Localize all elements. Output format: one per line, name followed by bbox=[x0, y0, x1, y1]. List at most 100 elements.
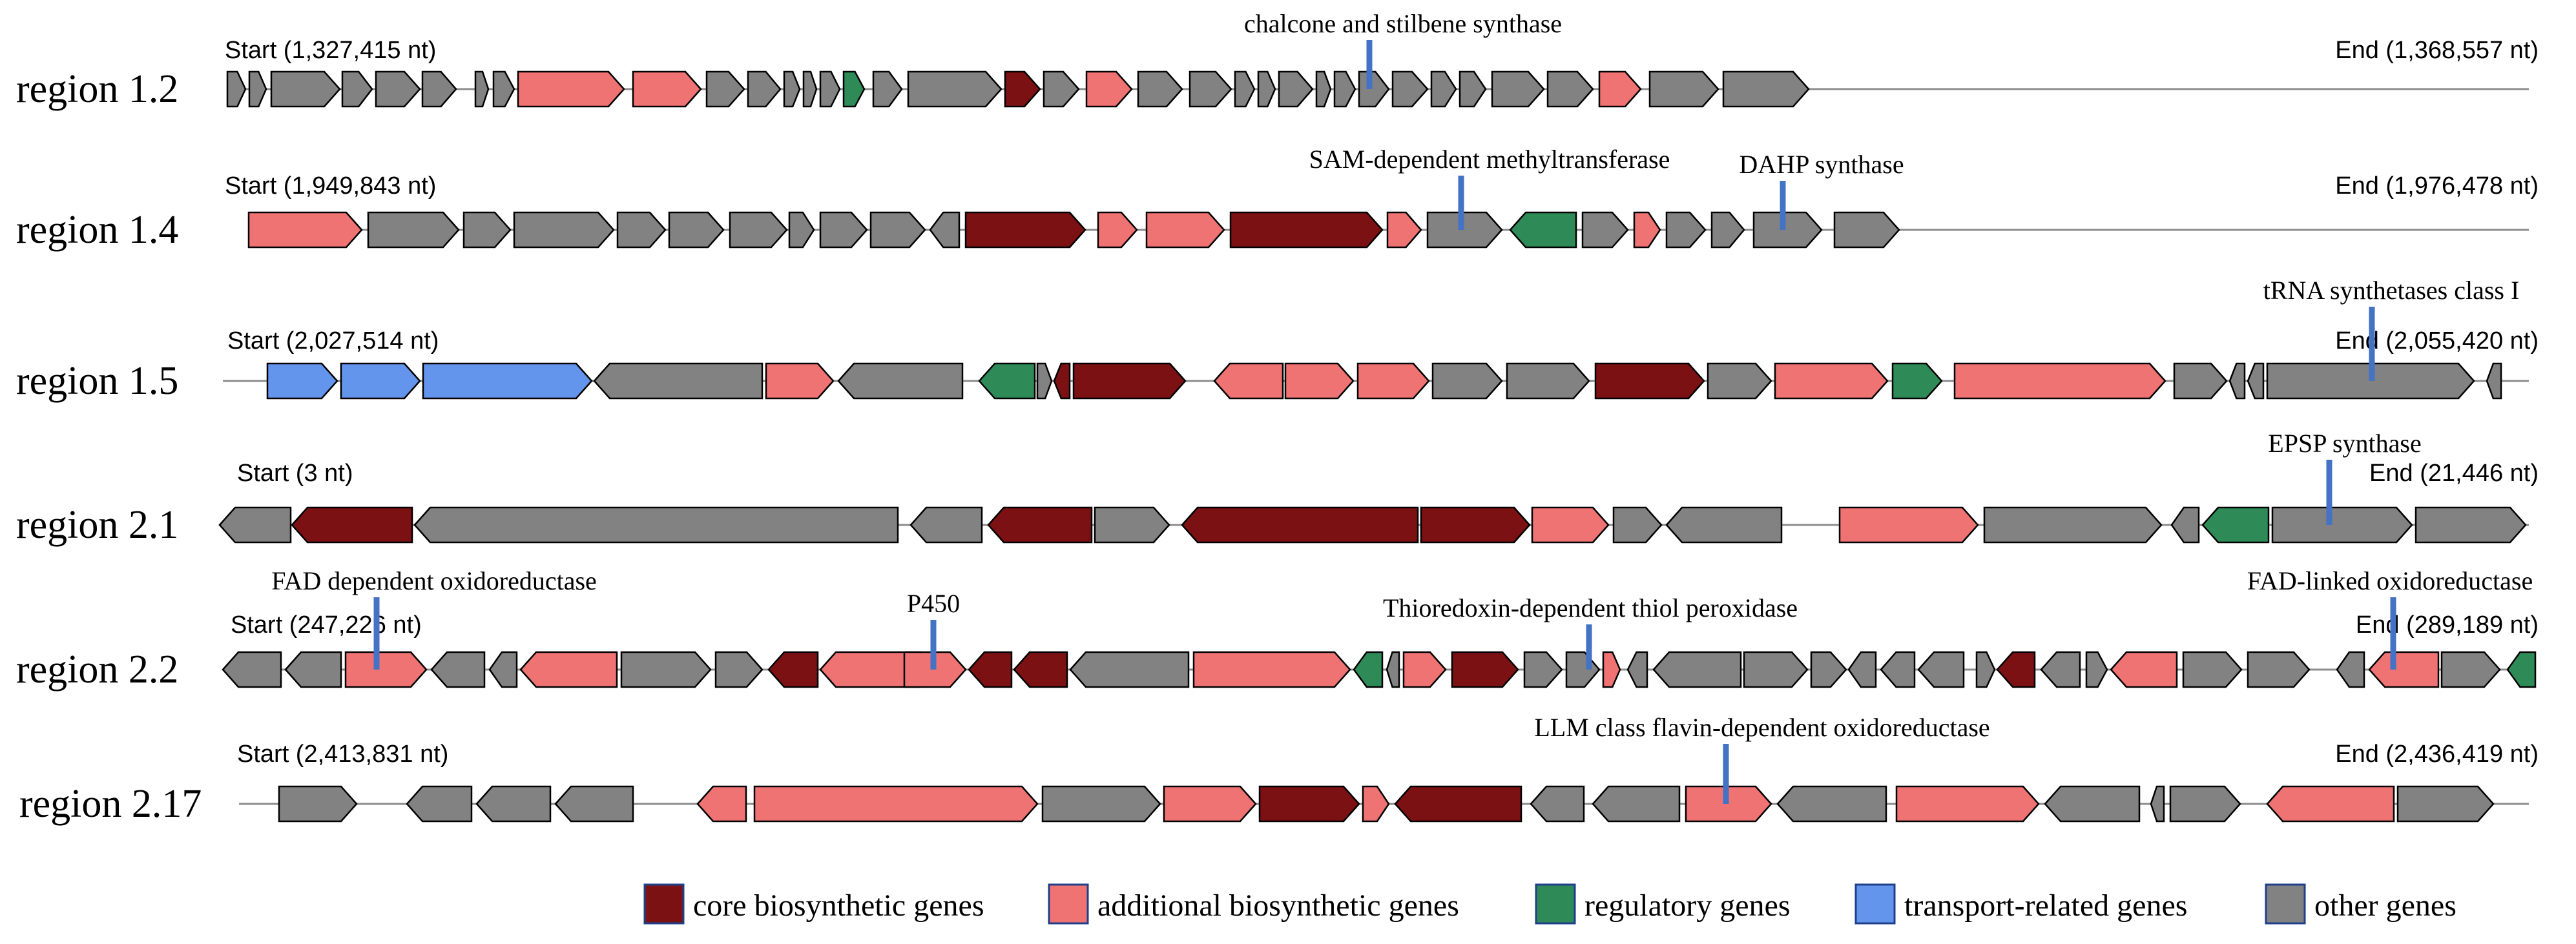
legend-label: other genes bbox=[2314, 888, 2457, 923]
gene-arrow bbox=[492, 70, 515, 108]
region-label: region 1.5 bbox=[16, 359, 178, 403]
legend-label: additional biosynthetic genes bbox=[1097, 888, 1459, 923]
region-label: region 1.2 bbox=[16, 67, 178, 111]
annotation-label: DAHP synthase bbox=[1739, 150, 1904, 179]
gene-arrow bbox=[1451, 651, 1519, 688]
gene-arrow bbox=[705, 70, 745, 108]
gene-arrow bbox=[1013, 651, 1068, 688]
gene-arrow bbox=[907, 70, 1002, 108]
gene-arrow bbox=[1722, 70, 1810, 108]
annotation-label: FAD dependent oxidoreductase bbox=[271, 566, 597, 595]
gene-arrow bbox=[2415, 506, 2527, 544]
gene-arrow bbox=[1145, 211, 1225, 249]
gene-arrow bbox=[226, 70, 247, 108]
gene-arrow bbox=[1592, 785, 1681, 823]
gene-arrow bbox=[1362, 785, 1390, 823]
gene-arrow bbox=[2506, 651, 2537, 688]
gene-arrow bbox=[1648, 70, 1719, 108]
gene-arrow bbox=[1917, 651, 1965, 688]
gene-arrow bbox=[765, 362, 835, 400]
gene-arrow bbox=[788, 211, 815, 249]
gene-arrow bbox=[869, 211, 926, 249]
gene-arrow bbox=[1530, 785, 1585, 823]
gene-arrow bbox=[422, 362, 593, 400]
annotation-label: EPSP synthase bbox=[2268, 429, 2421, 458]
legend-label: core biosynthetic genes bbox=[693, 888, 984, 923]
region-label: region 2.17 bbox=[19, 782, 202, 826]
gene-arrow bbox=[413, 506, 899, 544]
gene-arrow bbox=[474, 70, 490, 108]
gene-arrow bbox=[1258, 785, 1360, 823]
gene-arrow bbox=[842, 70, 866, 108]
gene-arrow bbox=[291, 506, 413, 544]
gene-arrow bbox=[278, 785, 358, 823]
gene-arrow bbox=[1420, 506, 1531, 544]
gene-arrow bbox=[1652, 651, 1742, 688]
gene-arrow bbox=[270, 70, 341, 108]
gene-arrow bbox=[344, 651, 428, 688]
gene-arrow bbox=[1391, 70, 1429, 108]
gene-arrow bbox=[819, 211, 868, 249]
gene-arrow bbox=[247, 211, 363, 249]
gene-arrow bbox=[767, 651, 819, 688]
gene-arrow bbox=[1430, 70, 1457, 108]
gene-arrow bbox=[1192, 651, 1351, 688]
annotation-label: tRNA synthetases class I bbox=[2263, 276, 2520, 305]
annotation-label: FAD-linked oxidoreductase bbox=[2247, 566, 2533, 595]
gene-arrow bbox=[462, 211, 512, 249]
gene-arrow bbox=[218, 506, 292, 544]
gene-arrow bbox=[1776, 785, 1887, 823]
gene-arrow bbox=[2271, 506, 2413, 544]
gene-arrow bbox=[802, 70, 818, 108]
legend-swatch bbox=[643, 883, 685, 925]
gene-arrow bbox=[632, 70, 702, 108]
gene-arrow bbox=[668, 211, 725, 249]
gene-arrow bbox=[1356, 362, 1430, 400]
gene-arrow bbox=[747, 70, 782, 108]
annotation-label: chalcone and stilbene synthase bbox=[1244, 9, 1562, 38]
start-label: Start (247,226 nt) bbox=[231, 611, 422, 639]
gene-arrow bbox=[1278, 70, 1314, 108]
gene-arrow bbox=[1975, 651, 1996, 688]
gene-arrow bbox=[929, 211, 961, 249]
gene-arrow bbox=[783, 70, 801, 108]
gene-arrow bbox=[1097, 211, 1138, 249]
gene-arrow bbox=[1665, 211, 1707, 249]
gene-arrow bbox=[2085, 651, 2108, 688]
gene-arrow bbox=[1602, 651, 1621, 688]
gene-arrow bbox=[1710, 211, 1745, 249]
gene-arrow bbox=[1333, 70, 1356, 108]
gene-arrow bbox=[1229, 211, 1384, 249]
gene-arrow bbox=[1036, 362, 1053, 400]
gene-arrow bbox=[513, 211, 615, 249]
gene-arrow bbox=[1431, 362, 1503, 400]
gene-arrow bbox=[406, 785, 473, 823]
gene-arrow bbox=[475, 785, 552, 823]
gene-arrow bbox=[1315, 70, 1332, 108]
gene-arrow bbox=[819, 70, 841, 108]
gene-arrow bbox=[1072, 362, 1187, 400]
gene-arrow bbox=[367, 211, 460, 249]
gene-arrow bbox=[1833, 211, 1900, 249]
gene-arrow bbox=[2110, 651, 2178, 688]
gene-arrow bbox=[1752, 211, 1823, 249]
gene-arrow bbox=[978, 362, 1036, 400]
gene-arrow bbox=[1594, 362, 1705, 400]
gene-arrow bbox=[714, 651, 763, 688]
gene-arrow bbox=[2044, 785, 2141, 823]
start-label: Start (2,413,831 nt) bbox=[237, 741, 448, 768]
gene-arrow bbox=[620, 651, 712, 688]
gene-arrow bbox=[1426, 211, 1503, 249]
gene-arrow bbox=[1163, 785, 1257, 823]
gene-arrow bbox=[872, 70, 903, 108]
gene-arrow bbox=[1386, 651, 1400, 688]
gene-arrow bbox=[2368, 651, 2440, 688]
gene-arrow bbox=[696, 785, 747, 823]
gene-arrow bbox=[488, 651, 518, 688]
gene-arrow bbox=[1053, 362, 1071, 400]
